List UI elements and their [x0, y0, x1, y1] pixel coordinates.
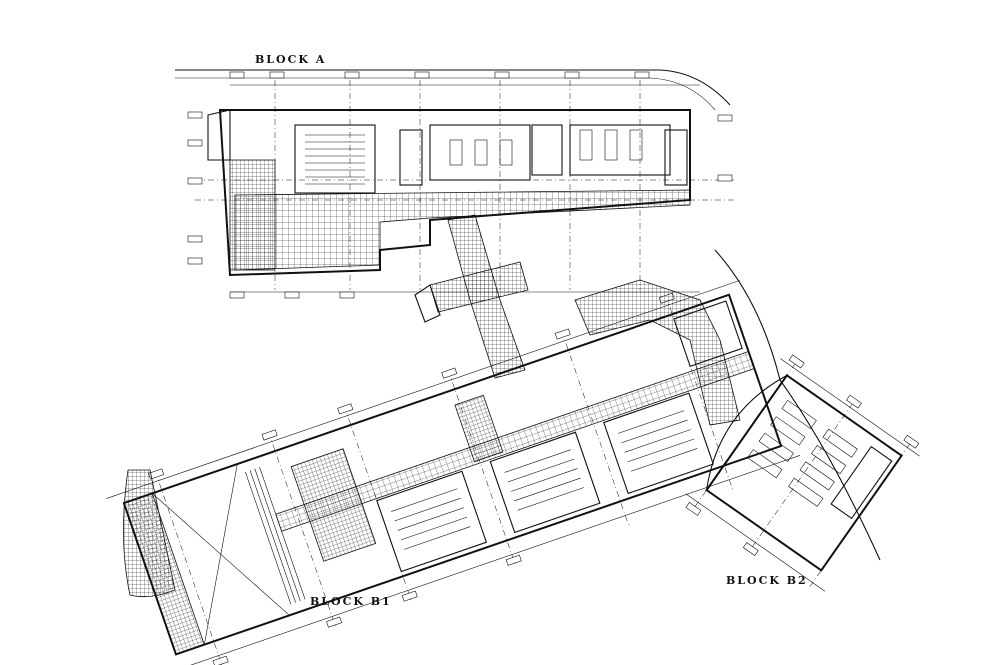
block-b2-plan [685, 354, 920, 592]
seating-rows [245, 466, 306, 605]
block-b1-label: BLOCK B1 [310, 595, 392, 608]
site-boundary-line-inner [175, 77, 716, 111]
stair-core [290, 448, 377, 562]
block-b2-label: BLOCK B2 [726, 574, 808, 587]
bridge-cross [429, 261, 529, 313]
dimension-line [166, 455, 801, 665]
grid-tags-b2 [685, 354, 920, 556]
classroom [603, 392, 714, 495]
service-room [531, 124, 563, 176]
grid-axes-b2 [694, 362, 911, 587]
hall-diagonal [204, 463, 238, 645]
toilet-room [399, 129, 423, 186]
classroom [489, 431, 601, 534]
block-a-label: BLOCK A [255, 53, 326, 66]
connecting-corridor [414, 214, 529, 379]
toilet-room [664, 129, 688, 186]
block-a-plan: BLOCK A [175, 53, 735, 299]
grid-axes-a [195, 80, 735, 290]
store-room [830, 445, 893, 520]
block-b1-plan [106, 280, 801, 665]
classroom [294, 124, 376, 194]
classroom [429, 124, 531, 181]
bridge-stair [414, 284, 441, 323]
grid-tags-b1 [148, 292, 675, 665]
site-curve [714, 249, 881, 561]
desk-rows [305, 134, 365, 185]
table-groups [449, 129, 643, 166]
classroom [569, 124, 671, 176]
site-boundary-line [175, 69, 731, 106]
curved-wall [706, 374, 788, 491]
block-b1-curved-end [123, 469, 176, 598]
block-a-outer-wall [218, 109, 691, 277]
grid-axes-b1 [154, 295, 733, 665]
classroom [376, 470, 488, 573]
grid-tags-a [187, 71, 733, 299]
entrance-porch [207, 109, 231, 161]
lab-benches [747, 399, 858, 507]
block-b1-b2-link [574, 279, 741, 426]
desk-rows [391, 410, 698, 550]
stair-hall [229, 159, 276, 271]
stair-core [454, 394, 504, 463]
